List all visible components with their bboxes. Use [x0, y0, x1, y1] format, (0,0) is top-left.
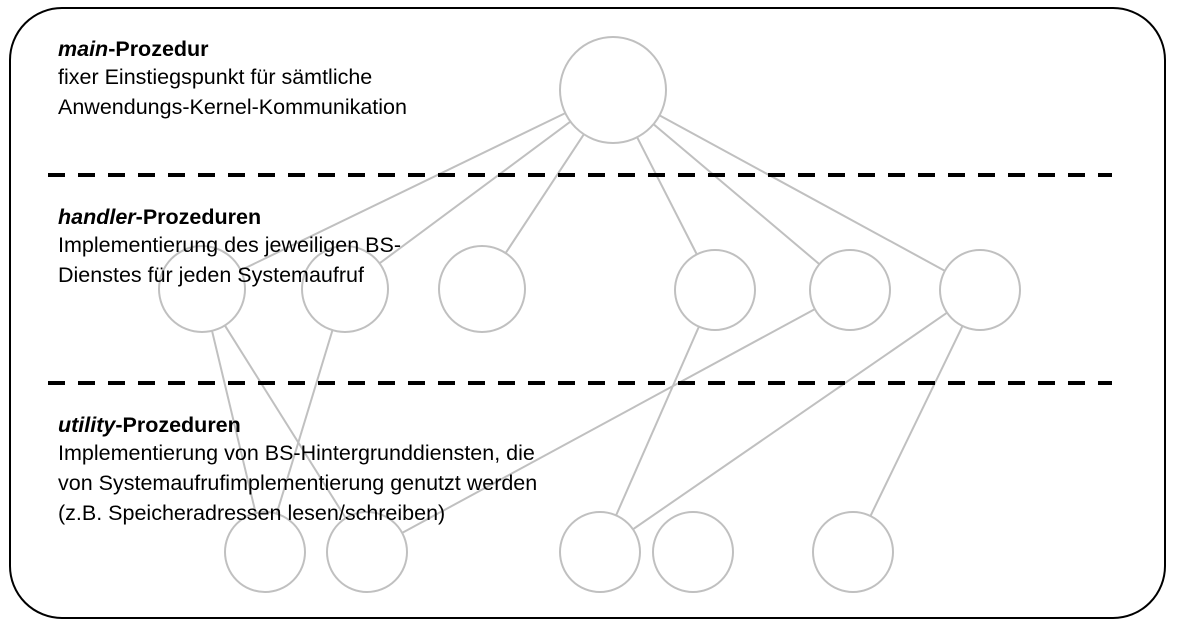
section-handler: handler-Prozeduren Implementierung des j… [58, 204, 401, 290]
section-utility-title: utility-Prozeduren [58, 412, 537, 438]
graph-node-handler[interactable] [674, 249, 756, 331]
graph-node-handler[interactable] [809, 249, 891, 331]
graph-edge [378, 120, 572, 265]
graph-edge [632, 311, 948, 531]
graph-node-handler[interactable] [301, 245, 389, 333]
section-main-title: main-Prozedur [58, 36, 407, 62]
graph-node-handler[interactable] [158, 245, 246, 333]
section-handler-title: handler-Prozeduren [58, 204, 401, 230]
graph-edge [401, 308, 816, 534]
graph-node-utility[interactable] [652, 511, 734, 593]
divider-layer [48, 173, 1112, 385]
section-handler-description: Implementierung des jeweiligen BS- Diens… [58, 233, 401, 287]
graph-node-utility[interactable] [224, 511, 306, 593]
section-handler-suffix: -Prozeduren [135, 205, 262, 229]
section-utility-keyword: utility [58, 413, 116, 437]
graph-node-handler[interactable] [438, 245, 526, 333]
section-main: main-Prozedur fixer Einstiegspunkt für s… [58, 36, 407, 122]
section-main-description: fixer Einstiegspunkt für sämtliche Anwen… [58, 65, 407, 119]
graph-edge [504, 133, 585, 254]
graph-edge [224, 324, 347, 519]
graph-edge [211, 330, 257, 514]
graph-edge [869, 325, 964, 517]
graph-edge [636, 136, 698, 255]
section-main-suffix: -Prozedur [108, 37, 209, 61]
graph-node-utility[interactable] [812, 511, 894, 593]
graph-edge [652, 123, 821, 265]
section-main-keyword: main [58, 37, 109, 61]
frame-layer [9, 7, 1166, 619]
graph-edge [659, 114, 946, 272]
graph-edge [615, 326, 700, 516]
section-utility: utility-Prozeduren Implementierung von B… [58, 412, 537, 528]
graph-node-main[interactable] [559, 36, 667, 144]
graph-node-utility[interactable] [559, 511, 641, 593]
section-utility-description: Implementierung von BS-Hintergrunddienst… [58, 441, 538, 525]
graph-node-handler[interactable] [939, 249, 1021, 331]
edge-layer [211, 112, 964, 534]
node-layer [158, 36, 1021, 593]
graph-node-utility[interactable] [326, 511, 408, 593]
diagram-frame [9, 7, 1166, 619]
graph-edge [275, 329, 334, 515]
graph-edge [240, 112, 566, 272]
section-utility-suffix: -Prozeduren [115, 413, 241, 437]
section-handler-keyword: handler [58, 205, 136, 229]
